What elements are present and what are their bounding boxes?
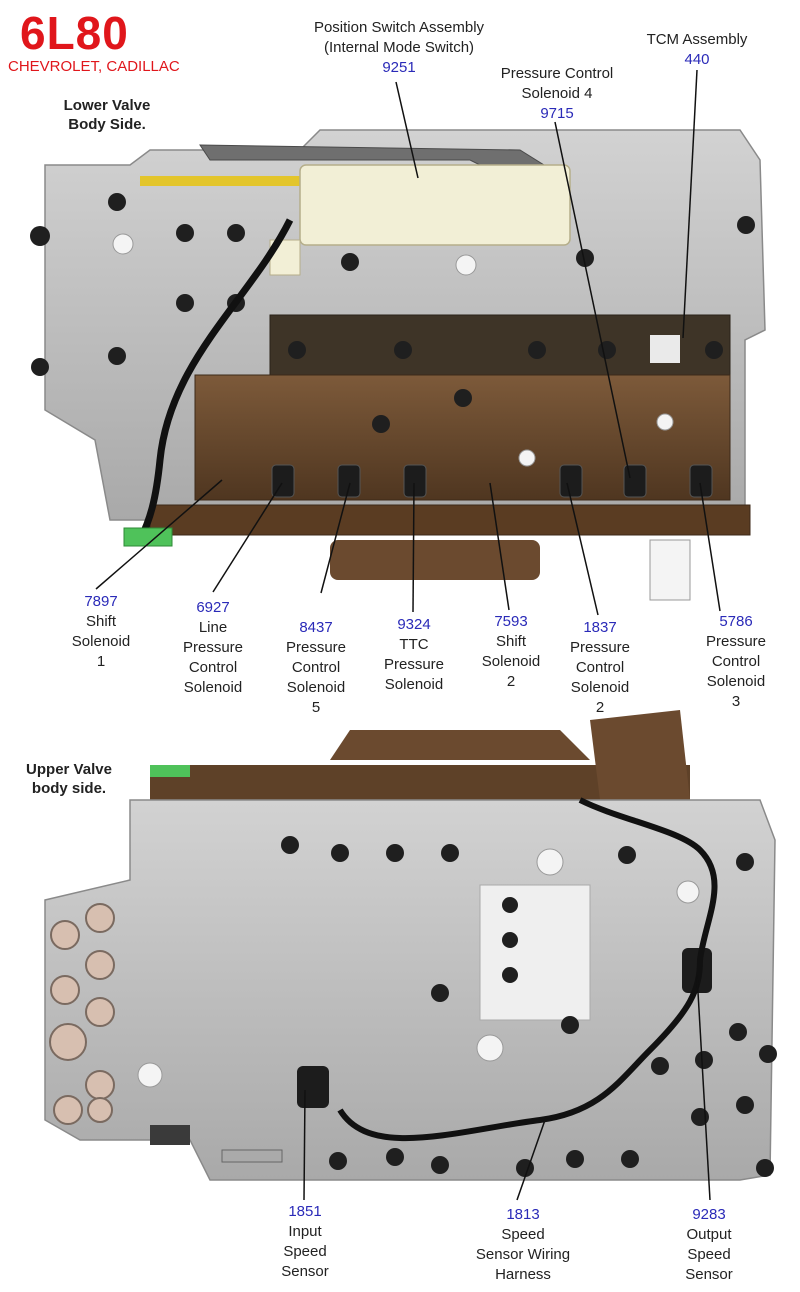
callout-tcm: TCM Assembly 440 (627, 30, 767, 70)
callout-number: 1851 (288, 1203, 322, 1220)
diagram-title: 6L80 (20, 7, 129, 59)
callout-speed-sensor-harness: 1813 Speed Sensor Wiring Harness (458, 1205, 588, 1285)
lower-side-label: Lower Valve Body Side. (63, 97, 151, 133)
callout-number: 5786 (719, 613, 753, 630)
callout-pcs3: 5786 Pressure Control Solenoid 3 (686, 612, 786, 712)
callout-name: Line Pressure Control Solenoid (182, 619, 244, 696)
callout-name: Output Speed Sensor (685, 1226, 733, 1283)
callout-number: 9324 (397, 616, 431, 633)
callout-position-switch: Position Switch Assembly (Internal Mode … (286, 18, 512, 78)
callout-shift-solenoid-1: 7897 Shift Solenoid 1 (46, 592, 156, 672)
callout-pcs4: Pressure Control Solenoid 4 9715 (484, 64, 630, 124)
callout-name: Input Speed Sensor (281, 1223, 329, 1280)
leader-lines (95, 69, 721, 1201)
tcm-barcode (650, 335, 680, 363)
callout-number: 1813 (506, 1206, 540, 1223)
callout-name: Speed Sensor Wiring Harness (475, 1226, 571, 1283)
callout-number: 9715 (540, 105, 574, 122)
callout-name: Pressure Control Solenoid 4 (500, 65, 614, 102)
position-switch-shape (299, 164, 571, 246)
callout-number: 9251 (382, 59, 416, 76)
callout-name: Pressure Control Solenoid 2 (569, 639, 631, 716)
callout-pcs2: 1837 Pressure Control Solenoid 2 (552, 618, 648, 718)
diagram-subtitle: CHEVROLET, CADILLAC (8, 58, 180, 75)
callout-name: Shift Solenoid 2 (481, 633, 541, 690)
input-speed-sensor-shape (297, 1066, 329, 1108)
callout-number: 9283 (692, 1206, 726, 1223)
callout-number: 6927 (196, 599, 230, 616)
callout-ttc: 9324 TTC Pressure Solenoid (366, 615, 462, 695)
upper-side-label: Upper Valve body side. (26, 761, 112, 797)
callout-number: 1837 (583, 619, 617, 636)
callout-input-speed-sensor: 1851 Input Speed Sensor (262, 1202, 348, 1282)
callout-number: 7593 (494, 613, 528, 630)
callout-name: TCM Assembly (646, 31, 748, 48)
lower-valve-body (30, 129, 766, 601)
callout-shift-solenoid-2: 7593 Shift Solenoid 2 (466, 612, 556, 692)
callout-name: Pressure Control Solenoid 3 (705, 633, 767, 710)
callout-name: Position Switch Assembly (Internal Mode … (313, 19, 485, 56)
callout-line-pcs: 6927 Line Pressure Control Solenoid (158, 598, 268, 698)
callout-number: 440 (684, 51, 710, 68)
callout-number: 7897 (84, 593, 118, 610)
callout-name: Pressure Control Solenoid 5 (285, 639, 347, 716)
upper-valve-body (44, 710, 777, 1181)
callout-number: 8437 (299, 619, 333, 636)
callout-output-speed-sensor: 9283 Output Speed Sensor (666, 1205, 752, 1285)
callout-pcs5: 8437 Pressure Control Solenoid 5 (266, 618, 366, 718)
callout-name: TTC Pressure Solenoid (383, 636, 445, 693)
callout-name: Shift Solenoid 1 (71, 613, 131, 670)
